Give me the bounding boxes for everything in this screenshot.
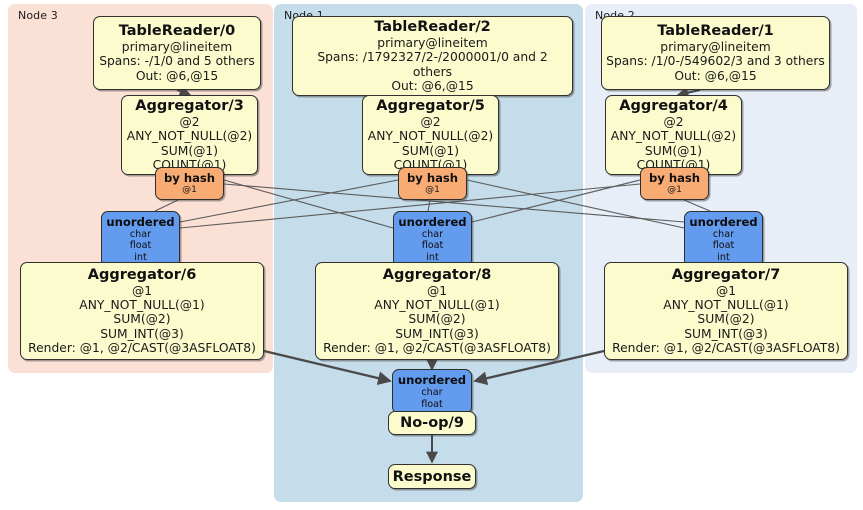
node-line: SUM(@2) bbox=[408, 312, 466, 327]
node-line: @2 bbox=[420, 115, 441, 129]
node-title: Aggregator/7 bbox=[671, 266, 781, 283]
node-line: Render: @1, @2/CAST(@3ASFLOAT8) bbox=[612, 340, 840, 355]
node-line: SUM(@1) bbox=[401, 143, 460, 158]
node-line: Render: @1, @2/CAST(@3ASFLOAT8) bbox=[323, 340, 551, 355]
node-title: Aggregator/6 bbox=[87, 266, 197, 283]
node-line: float bbox=[421, 398, 443, 410]
node-line: char bbox=[712, 228, 735, 240]
node-line: @2 bbox=[663, 115, 684, 129]
node-title: unordered bbox=[689, 214, 758, 229]
node-line: int bbox=[717, 251, 730, 263]
node-line: primary@lineitem bbox=[377, 36, 488, 50]
node-title: unordered bbox=[397, 373, 467, 387]
node-line: ANY_NOT_NULL(@1) bbox=[374, 298, 500, 313]
node-title: No-op/9 bbox=[400, 415, 464, 431]
node-line: Render: @1, @2/CAST(@3ASFLOAT8) bbox=[28, 340, 256, 355]
node-line: SUM_INT(@3) bbox=[395, 326, 479, 341]
node-title: TableReader/2 bbox=[374, 19, 491, 35]
node-line: int bbox=[426, 251, 439, 263]
node-response[interactable]: Response bbox=[388, 464, 476, 489]
node-line: Out: @6,@15 bbox=[391, 78, 474, 93]
node-line: SUM_INT(@3) bbox=[684, 326, 768, 341]
node-line: Spans: -/1/0 and 5 others bbox=[99, 54, 255, 69]
node-line: Spans: /1792327/2-/2000001/0 and 2 other… bbox=[317, 50, 548, 79]
node-line: SUM_INT(@3) bbox=[100, 326, 184, 341]
node-byhash-right[interactable]: by hash@1 bbox=[640, 167, 709, 200]
panel-label-node3: Node 3 bbox=[18, 9, 58, 22]
node-noop9[interactable]: No-op/9 bbox=[388, 411, 476, 435]
node-line: primary@lineitem bbox=[121, 40, 233, 55]
node-title: unordered bbox=[106, 214, 175, 229]
node-title: TableReader/1 bbox=[657, 23, 774, 40]
node-line: char bbox=[129, 228, 152, 240]
node-line: float bbox=[712, 240, 735, 252]
node-line: SUM(@2) bbox=[697, 312, 755, 327]
node-line: Out: @6,@15 bbox=[135, 68, 219, 83]
node-line: ANY_NOT_NULL(@2) bbox=[367, 129, 494, 144]
node-line: ANY_NOT_NULL(@2) bbox=[610, 129, 737, 144]
node-title: Aggregator/3 bbox=[135, 98, 244, 114]
node-line: SUM(@2) bbox=[113, 312, 171, 327]
node-title: TableReader/0 bbox=[118, 23, 236, 40]
node-line: @2 bbox=[179, 115, 200, 129]
node-title: unordered bbox=[398, 214, 467, 229]
node-title: by hash bbox=[406, 170, 459, 185]
node-byhash-mid[interactable]: by hash@1 bbox=[398, 167, 467, 200]
node-line: ANY_NOT_NULL(@1) bbox=[79, 298, 205, 313]
node-line: @1 bbox=[715, 283, 737, 298]
node-title: Aggregator/4 bbox=[619, 98, 728, 114]
node-line: float bbox=[129, 240, 152, 252]
node-line: @1 bbox=[425, 184, 440, 195]
node-line: @1 bbox=[131, 283, 153, 298]
node-line: @1 bbox=[182, 184, 197, 195]
node-line: char bbox=[421, 228, 444, 240]
node-byhash-left[interactable]: by hash@1 bbox=[155, 167, 224, 200]
node-line: @1 bbox=[667, 184, 682, 195]
node-line: int bbox=[134, 251, 147, 263]
node-line: SUM(@1) bbox=[160, 143, 219, 158]
node-line: Out: @6,@15 bbox=[674, 68, 757, 83]
node-line: char bbox=[421, 387, 443, 398]
node-line: Spans: /1/0-/549602/3 and 3 others bbox=[606, 54, 825, 69]
node-title: Aggregator/5 bbox=[376, 98, 485, 114]
node-title: by hash bbox=[648, 170, 701, 185]
node-line: SUM(@1) bbox=[644, 143, 703, 158]
node-line: primary@lineitem bbox=[660, 40, 771, 55]
node-line: @1 bbox=[426, 283, 448, 298]
node-title: by hash bbox=[163, 170, 216, 185]
node-line: ANY_NOT_NULL(@1) bbox=[663, 298, 789, 313]
node-line: ANY_NOT_NULL(@2) bbox=[126, 129, 253, 144]
node-line: float bbox=[421, 240, 444, 252]
node-title: Response bbox=[392, 468, 472, 485]
node-title: Aggregator/8 bbox=[382, 266, 492, 283]
